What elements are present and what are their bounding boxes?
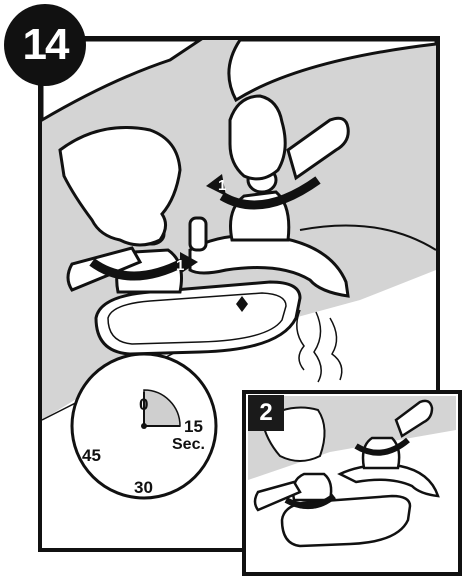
timer-label-30: 30: [134, 479, 153, 496]
inset-left-handle: [293, 474, 331, 500]
timer-label-45: 45: [82, 447, 101, 464]
right-hand: [230, 96, 285, 179]
timer-label-15: 15: [184, 418, 203, 435]
timer-label-0: 0: [139, 396, 148, 413]
rotation-arrow-right-label: 1: [218, 178, 226, 193]
popup-rod: [190, 218, 206, 250]
step-number-badge: 14: [4, 4, 86, 86]
rotation-arrow-left-label: 1: [176, 258, 184, 273]
inset-number-badge: 2: [248, 395, 284, 431]
timer-center: [141, 423, 147, 429]
timer-label-sec: Sec.: [172, 437, 205, 453]
